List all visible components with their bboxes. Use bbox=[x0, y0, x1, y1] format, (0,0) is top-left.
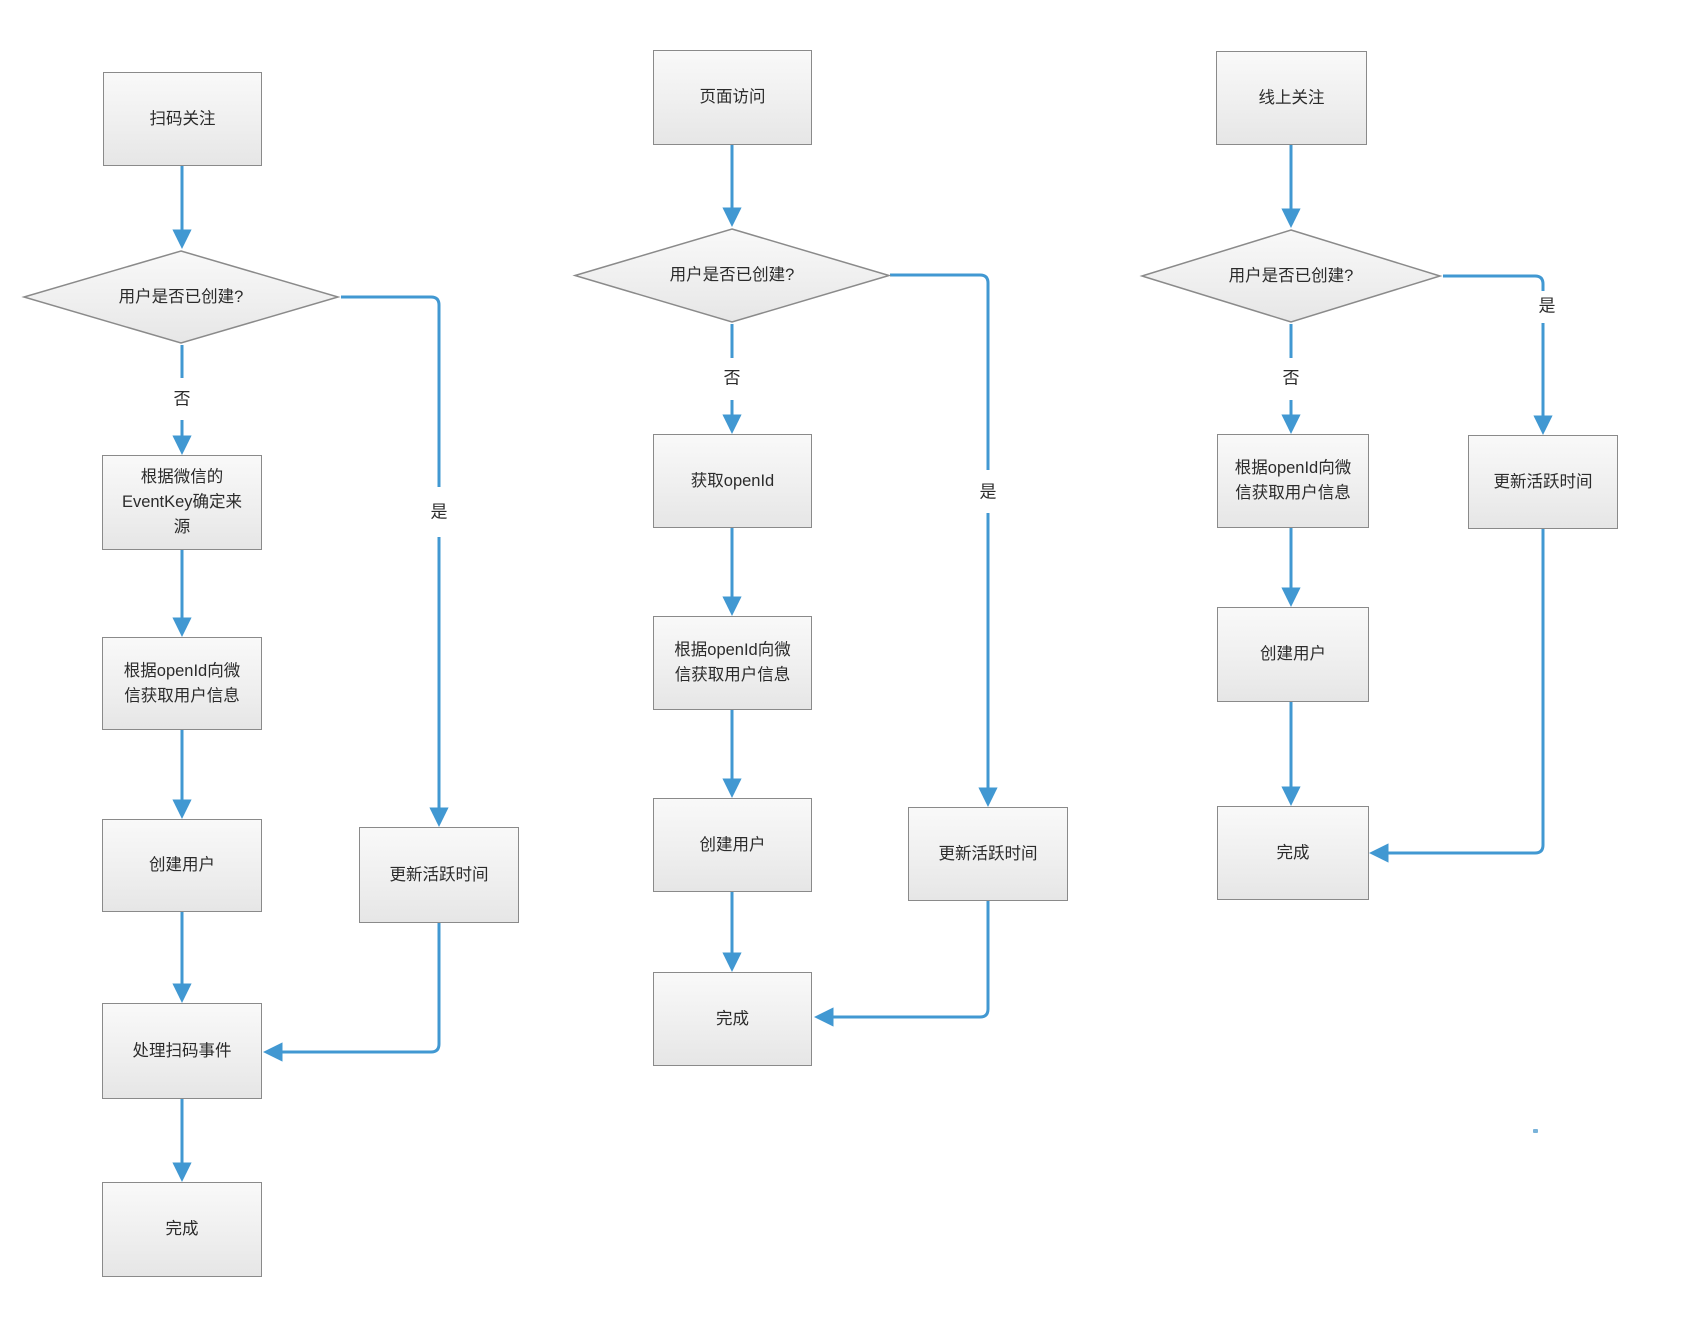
node-create-user-3: 创建用户 bbox=[1217, 607, 1369, 702]
node-done-3: 完成 bbox=[1217, 806, 1369, 900]
node-decision-user-created-3: 用户是否已创建? bbox=[1139, 228, 1443, 324]
node-label: 用户是否已创建? bbox=[669, 266, 795, 284]
node-create-user-1: 创建用户 bbox=[102, 819, 262, 912]
edge-decision2-yes-upper bbox=[890, 273, 990, 470]
node-label: 更新活跃时间 bbox=[389, 865, 489, 884]
edge-decision3-yes-upper bbox=[1443, 274, 1545, 291]
node-get-openid: 获取openId bbox=[653, 434, 812, 528]
branch-label-no-1: 否 bbox=[173, 389, 191, 409]
node-scan-follow: 扫码关注 bbox=[103, 72, 262, 166]
edge-update1-to-handle bbox=[263, 923, 441, 1062]
branch-label-yes-2: 是 bbox=[979, 482, 997, 502]
node-update-active-2: 更新活跃时间 bbox=[908, 807, 1068, 901]
node-page-visit: 页面访问 bbox=[653, 50, 812, 145]
node-label: 根据微信的 EventKey确定来 源 bbox=[121, 468, 243, 536]
node-fetch-userinfo-1: 根据openId向微 信获取用户信息 bbox=[102, 637, 262, 730]
node-label: 创建用户 bbox=[699, 835, 766, 854]
node-label: 根据openId向微 信获取用户信息 bbox=[674, 641, 791, 684]
node-label: 更新活跃时间 bbox=[1493, 472, 1593, 491]
node-done-1: 完成 bbox=[102, 1182, 262, 1277]
node-label: 用户是否已创建? bbox=[1228, 266, 1354, 285]
node-update-active-3: 更新活跃时间 bbox=[1468, 435, 1618, 529]
node-online-follow: 线上关注 bbox=[1216, 51, 1367, 145]
node-create-user-2: 创建用户 bbox=[653, 798, 812, 892]
edge-update2-to-done bbox=[814, 901, 990, 1027]
branch-label-no-3: 否 bbox=[1282, 368, 1300, 388]
diamond-shape bbox=[21, 250, 341, 344]
node-fetch-userinfo-2: 根据openId向微 信获取用户信息 bbox=[653, 616, 812, 710]
edge-decision1-yes-upper bbox=[341, 295, 441, 487]
diamond-shape bbox=[1139, 229, 1443, 323]
stray-mark-artifact bbox=[1533, 1129, 1538, 1133]
branch-label-yes-1: 是 bbox=[430, 502, 448, 522]
node-eventkey-source: 根据微信的 EventKey确定来 源 bbox=[102, 455, 262, 550]
node-label: 根据openId向微 信获取用户信息 bbox=[1234, 459, 1352, 502]
node-label: 更新活跃时间 bbox=[938, 844, 1038, 863]
node-fetch-userinfo-3: 根据openId向微 信获取用户信息 bbox=[1217, 434, 1369, 528]
node-label: 页面访问 bbox=[699, 88, 766, 106]
branch-label-yes-3: 是 bbox=[1538, 296, 1556, 316]
node-label: 获取openId bbox=[690, 471, 775, 490]
diamond-shape bbox=[572, 228, 892, 323]
node-done-2: 完成 bbox=[653, 972, 812, 1066]
node-update-active-1: 更新活跃时间 bbox=[359, 827, 519, 923]
node-decision-user-created-2: 用户是否已创建? bbox=[572, 227, 892, 324]
edge-update3-to-done bbox=[1369, 529, 1545, 863]
node-label: 完成 bbox=[716, 1009, 749, 1028]
node-label: 完成 bbox=[165, 1220, 199, 1238]
node-label: 处理扫码事件 bbox=[132, 1041, 232, 1060]
node-label: 完成 bbox=[1276, 843, 1310, 862]
node-label: 用户是否已创建? bbox=[118, 287, 244, 306]
node-label: 创建用户 bbox=[1260, 645, 1326, 663]
node-label: 创建用户 bbox=[149, 856, 215, 874]
node-handle-scan-event: 处理扫码事件 bbox=[102, 1003, 262, 1099]
node-label: 扫码关注 bbox=[149, 109, 216, 128]
node-label: 线上关注 bbox=[1258, 88, 1325, 107]
node-label: 根据openId向微 信获取用户信息 bbox=[123, 661, 241, 705]
branch-label-no-2: 否 bbox=[723, 368, 741, 388]
node-decision-user-created-1: 用户是否已创建? bbox=[21, 249, 341, 345]
